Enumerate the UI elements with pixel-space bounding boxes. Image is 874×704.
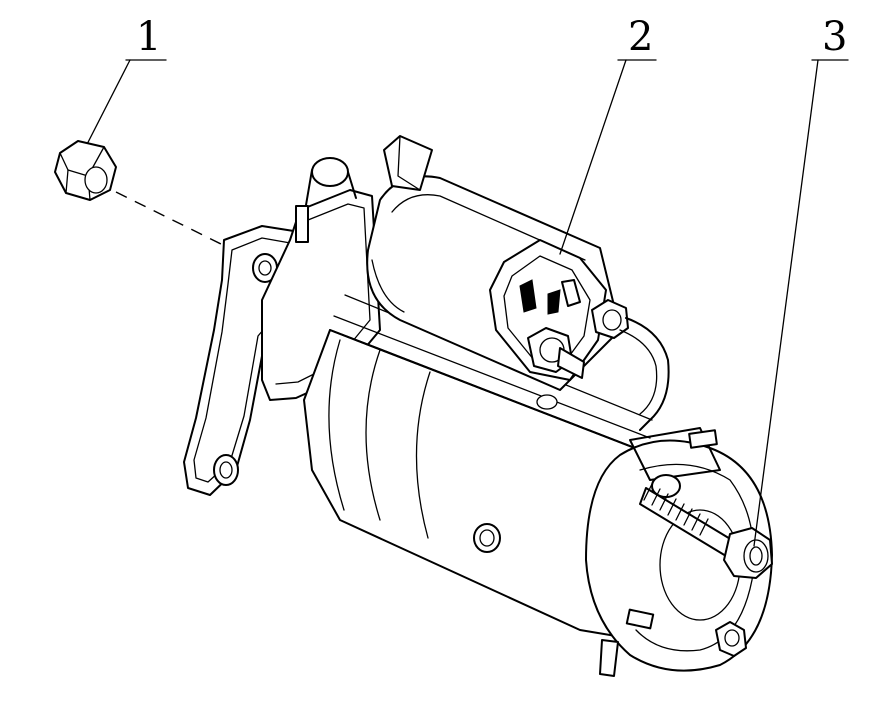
solenoid	[366, 135, 670, 431]
callout-label-2: 2	[628, 14, 653, 60]
callout-label-1: 1	[136, 14, 161, 60]
callout-2: 2	[559, 14, 657, 255]
motor-body	[303, 294, 653, 641]
through-bolt	[639, 483, 773, 657]
callout-1: 1	[79, 14, 167, 159]
hex-nut	[54, 140, 117, 201]
callout-label-3: 3	[822, 14, 847, 60]
callout-3: 3	[753, 14, 849, 547]
assembly-path-line	[115, 191, 226, 247]
end-cap	[585, 427, 773, 677]
